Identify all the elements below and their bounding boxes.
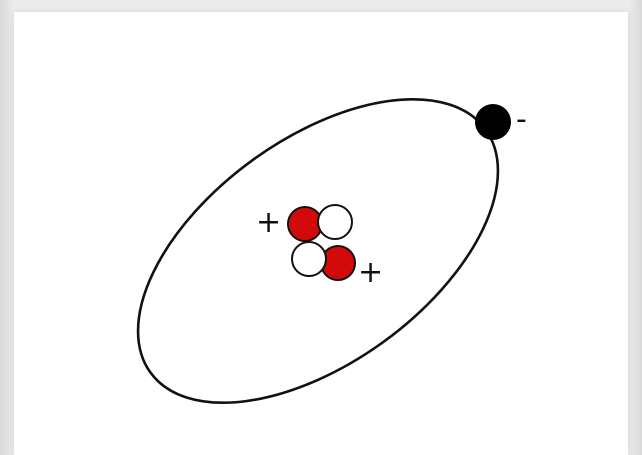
proton-charge-label-left: + [256, 205, 281, 240]
electron-charge-label: - [516, 102, 527, 137]
nucleus [288, 205, 355, 280]
neutron-lower [292, 242, 326, 276]
proton-upper [288, 207, 322, 241]
neutron-upper [318, 205, 352, 239]
electron [475, 104, 511, 140]
proton-charge-label-right: + [358, 255, 383, 290]
